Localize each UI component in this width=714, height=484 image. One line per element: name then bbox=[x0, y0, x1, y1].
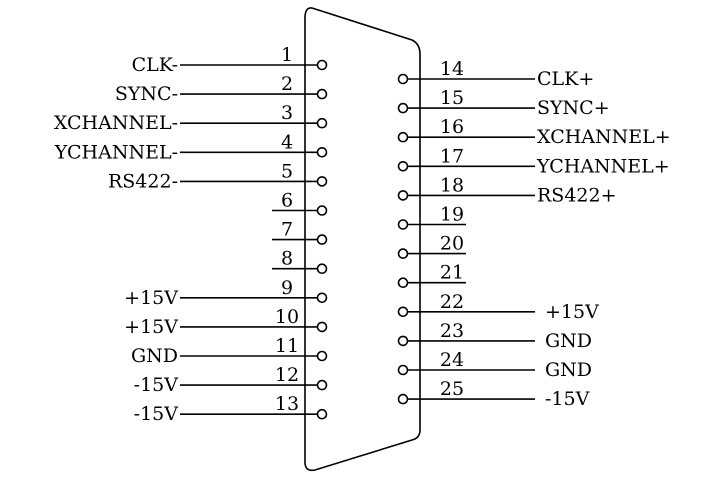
pin-signal-label: YCHANNEL+ bbox=[536, 155, 670, 177]
left-pin-10: 10 +15V bbox=[124, 306, 328, 338]
pin-number: 23 bbox=[440, 320, 464, 342]
pin-contact bbox=[397, 190, 409, 201]
pin-number: 16 bbox=[440, 116, 464, 138]
left-pin-6: 6 bbox=[272, 190, 328, 216]
pin-contact bbox=[397, 393, 409, 405]
pin-number: 3 bbox=[281, 102, 293, 124]
pin-signal-label: -15V bbox=[134, 403, 179, 425]
pin-signal-label: XCHANNEL- bbox=[54, 112, 178, 134]
left-pin-8: 8 bbox=[272, 248, 328, 275]
pin-signal-label: +15V bbox=[124, 316, 178, 338]
pin-number: 10 bbox=[275, 306, 299, 328]
right-pin-18: 18 RS422+ bbox=[397, 174, 617, 206]
left-pin-3: 3 XCHANNEL- bbox=[54, 102, 328, 134]
pin-contact bbox=[397, 277, 409, 289]
left-pin-9: 9 +15V bbox=[124, 277, 328, 309]
pin-number: 20 bbox=[440, 233, 464, 255]
pin-number: 12 bbox=[275, 364, 299, 386]
pin-contact bbox=[397, 219, 409, 230]
pin-number: 6 bbox=[281, 190, 293, 212]
pin-signal-label: RS422- bbox=[108, 170, 178, 192]
left-pin-4: 4 YCHANNEL- bbox=[54, 131, 328, 163]
pin-contact bbox=[316, 147, 328, 158]
pin-signal-label: GND bbox=[131, 345, 178, 367]
pin-signal-label: SYNC- bbox=[115, 83, 178, 105]
right-pin-group: 14 CLK+ 15 SYNC+ 16 XCHANNEL+ 17 YCHANNEL+ 18 RS4… bbox=[397, 58, 671, 410]
left-pin-13: 13 -15V bbox=[134, 393, 328, 425]
pin-contact bbox=[316, 176, 328, 187]
pin-contact bbox=[397, 102, 409, 114]
pin-signal-label: CLK- bbox=[132, 54, 178, 76]
pin-signal-label: RS422+ bbox=[537, 184, 617, 206]
pin-contact bbox=[397, 131, 409, 143]
left-pin-11: 11 GND bbox=[131, 335, 328, 367]
left-pin-group: 1 CLK- 2 SYNC- 3 XCHANNEL- 4 YCHANNEL- 5 RS422- 6 7… bbox=[54, 44, 328, 425]
right-pin-25: 25 -15V bbox=[397, 378, 590, 410]
right-pin-19: 19 bbox=[397, 204, 466, 230]
pin-number: 24 bbox=[440, 349, 464, 371]
right-pin-21: 21 bbox=[397, 262, 466, 289]
pin-contact bbox=[316, 59, 328, 71]
pin-contact bbox=[316, 234, 328, 245]
pin-number: 22 bbox=[440, 291, 464, 313]
pin-number: 21 bbox=[440, 262, 464, 284]
pin-number: 13 bbox=[275, 393, 299, 415]
right-pin-17: 17 YCHANNEL+ bbox=[397, 145, 670, 177]
pin-signal-label: GND bbox=[545, 359, 592, 381]
pin-signal-label: XCHANNEL+ bbox=[537, 126, 671, 148]
right-pin-15: 15 SYNC+ bbox=[397, 87, 610, 119]
left-pin-1: 1 CLK- bbox=[132, 44, 328, 76]
pin-contact bbox=[316, 117, 328, 129]
left-pin-7: 7 bbox=[272, 219, 328, 245]
pin-contact bbox=[397, 364, 409, 376]
pin-contact bbox=[397, 335, 409, 347]
pin-contact bbox=[397, 73, 409, 85]
pin-signal-label: YCHANNEL- bbox=[54, 141, 178, 163]
pin-signal-label: -15V bbox=[545, 388, 590, 410]
pin-signal-label: SYNC+ bbox=[537, 97, 610, 119]
pin-number: 1 bbox=[281, 44, 293, 66]
right-pin-22: 22 +15V bbox=[397, 291, 599, 323]
pin-contact bbox=[316, 292, 328, 304]
pin-number: 11 bbox=[275, 335, 299, 357]
pin-number: 19 bbox=[440, 204, 464, 226]
pin-number: 2 bbox=[281, 73, 293, 95]
pin-number: 25 bbox=[440, 378, 464, 400]
pin-contact bbox=[316, 350, 328, 362]
pin-signal-label: +15V bbox=[545, 301, 599, 323]
left-pin-2: 2 SYNC- bbox=[115, 73, 328, 105]
pin-number: 8 bbox=[281, 248, 293, 270]
right-pin-20: 20 bbox=[397, 233, 466, 259]
pin-contact bbox=[397, 161, 409, 172]
pin-number: 4 bbox=[281, 131, 293, 153]
pin-signal-label: CLK+ bbox=[537, 68, 594, 90]
pin-contact bbox=[397, 248, 409, 259]
pin-contact bbox=[316, 88, 328, 100]
pin-contact bbox=[316, 263, 328, 275]
pin-number: 14 bbox=[440, 58, 464, 80]
pin-number: 7 bbox=[281, 219, 293, 241]
pin-number: 9 bbox=[281, 277, 293, 299]
left-pin-5: 5 RS422- bbox=[108, 160, 328, 192]
connector-shell bbox=[304, 7, 421, 472]
pin-contact bbox=[316, 379, 328, 391]
right-pin-23: 23 GND bbox=[397, 320, 592, 352]
pin-number: 18 bbox=[440, 174, 464, 196]
pin-contact bbox=[316, 321, 328, 333]
pin-signal-label: GND bbox=[545, 330, 592, 352]
pin-number: 15 bbox=[440, 87, 464, 109]
pin-signal-label: +15V bbox=[124, 287, 178, 309]
pin-number: 5 bbox=[281, 160, 293, 182]
right-pin-24: 24 GND bbox=[397, 349, 592, 381]
pin-contact bbox=[316, 408, 328, 420]
right-pin-14: 14 CLK+ bbox=[397, 58, 594, 90]
pin-number: 17 bbox=[440, 145, 464, 167]
right-pin-16: 16 XCHANNEL+ bbox=[397, 116, 671, 148]
pin-contact bbox=[397, 306, 409, 318]
left-pin-12: 12 -15V bbox=[134, 364, 328, 396]
pin-signal-label: -15V bbox=[134, 374, 179, 396]
pin-contact bbox=[316, 205, 328, 216]
